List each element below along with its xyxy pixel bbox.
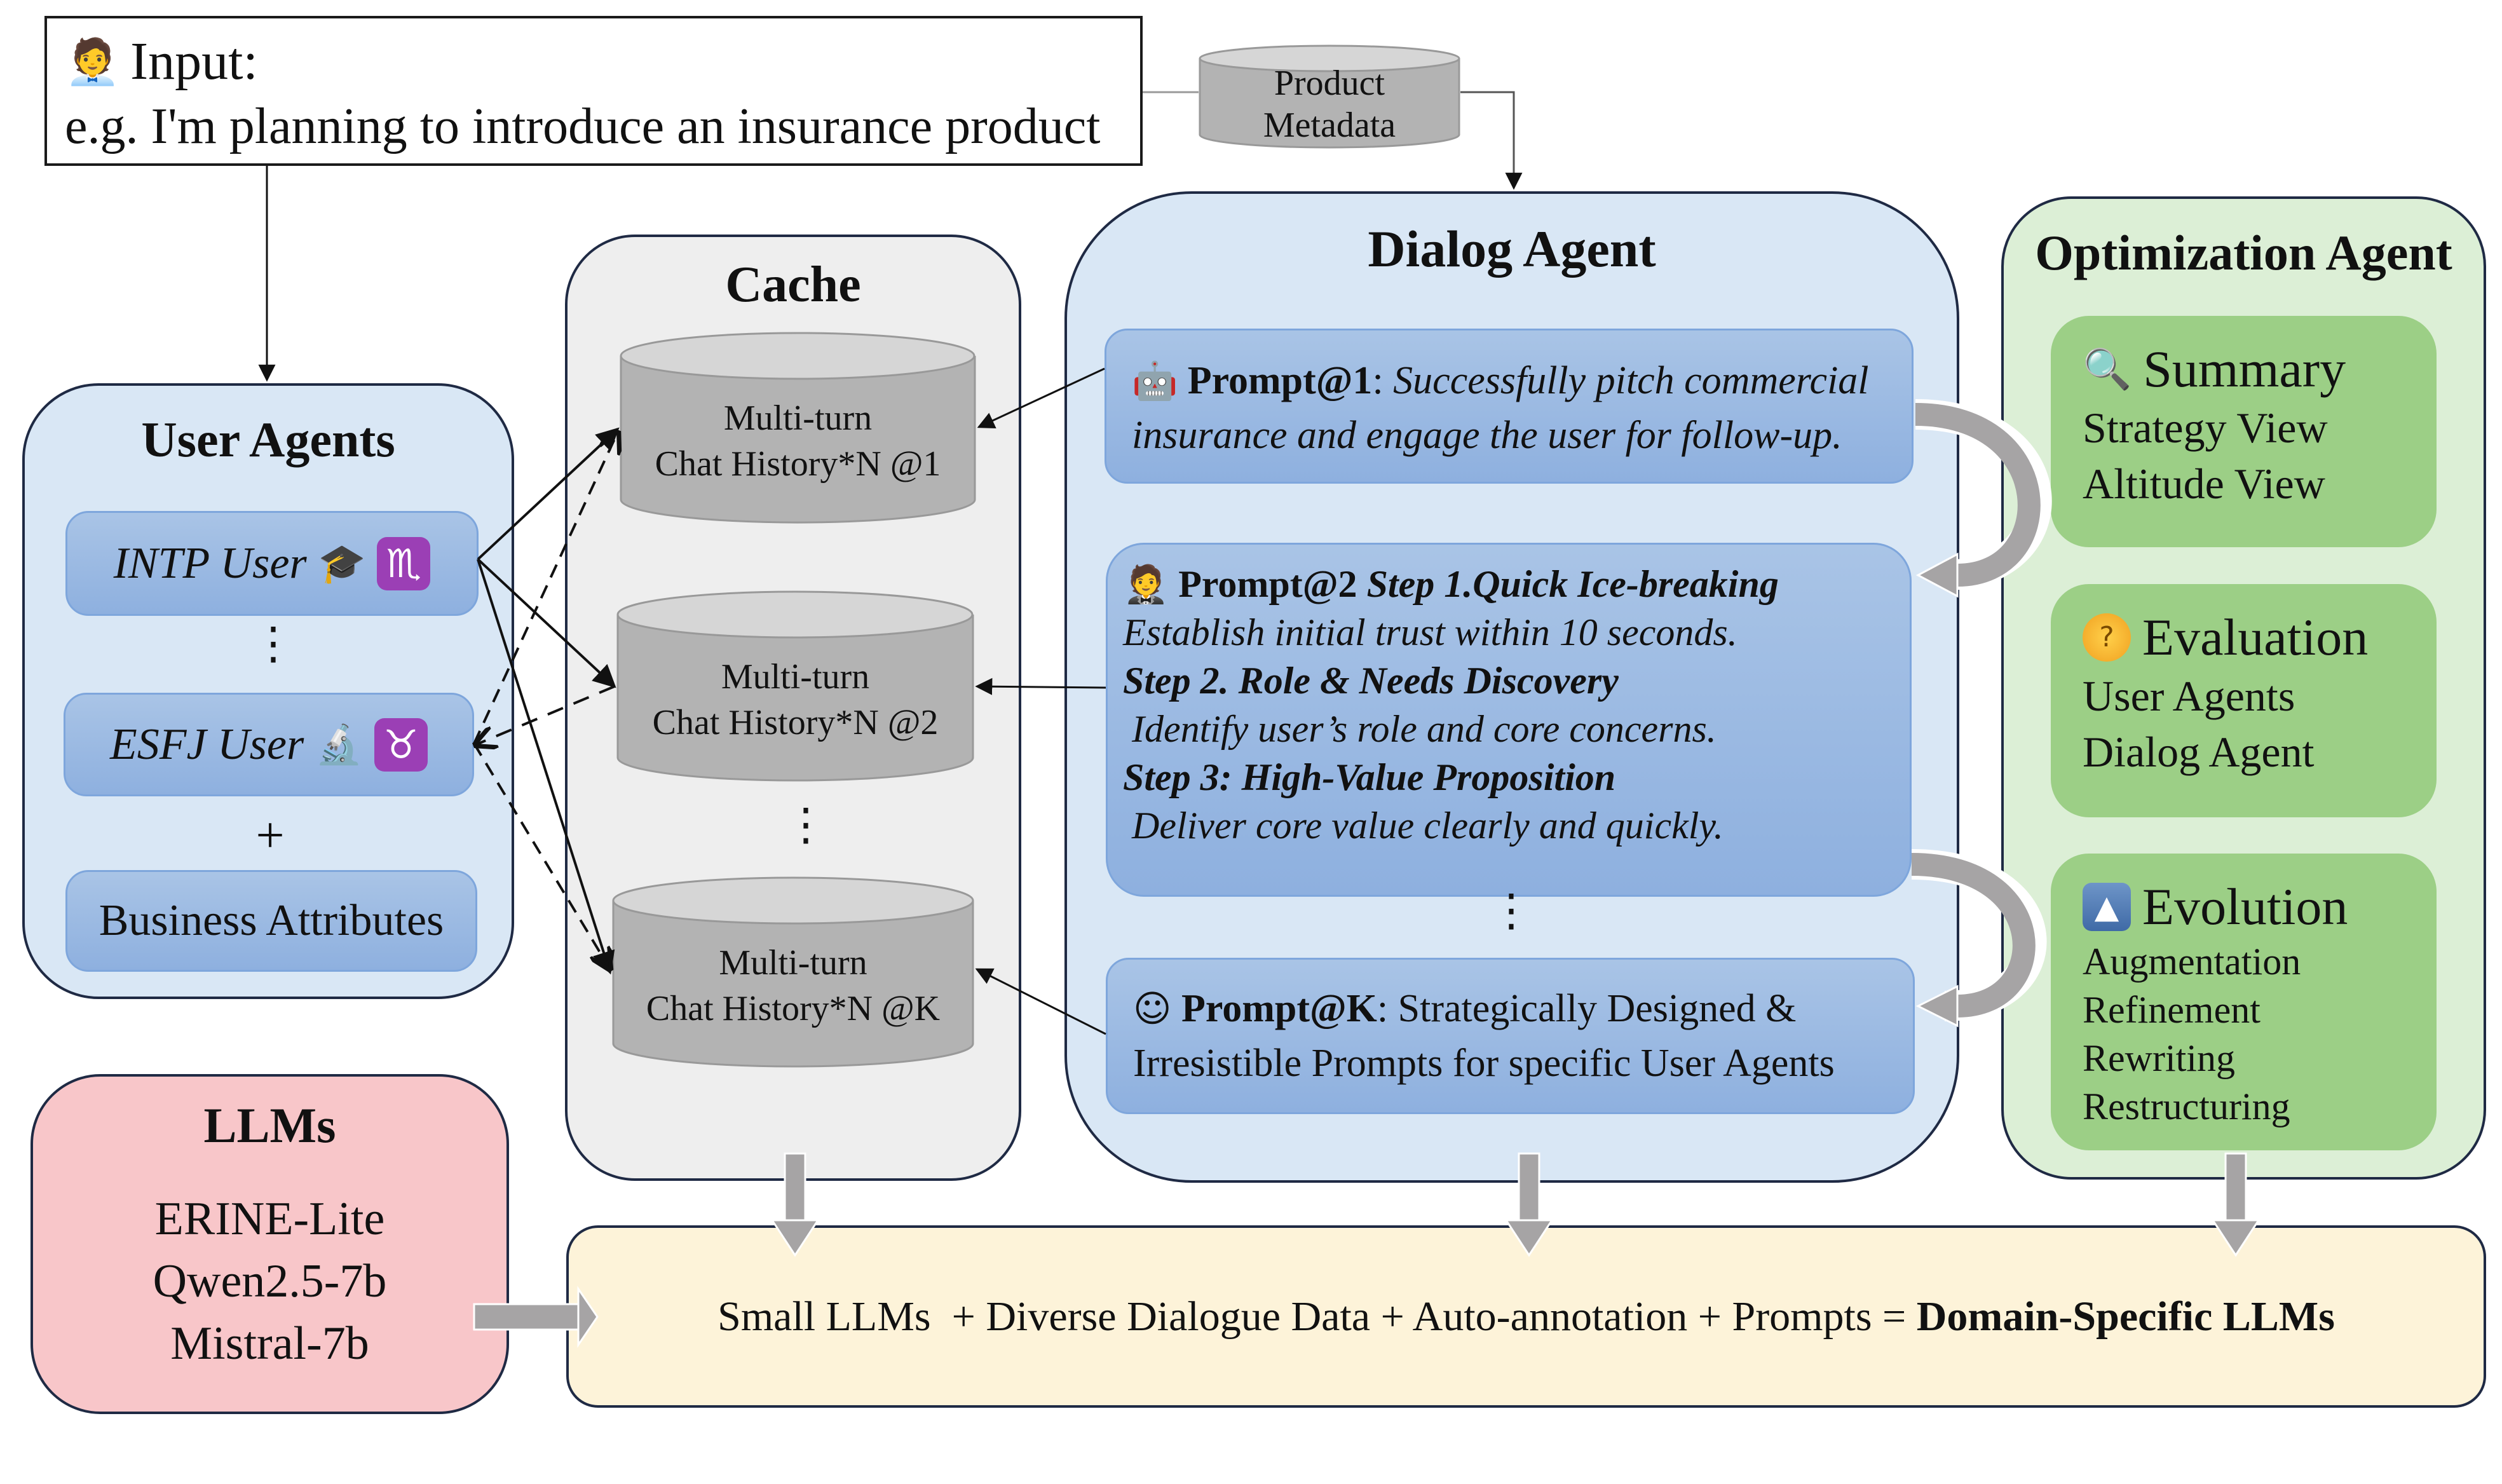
chat-history-1-line1: Multi-turn bbox=[723, 398, 873, 438]
prompt-2-step1-text: Establish initial trust within 10 second… bbox=[1123, 611, 1737, 653]
evolution-item: Rewriting bbox=[2083, 1037, 2235, 1079]
taurus-icon: ♉ bbox=[374, 718, 428, 772]
scorpio-icon: ♏ bbox=[377, 536, 431, 590]
evolution-box[interactable]: ▲ Evolution Augmentation Refinement Rewr… bbox=[2051, 854, 2437, 1150]
chat-history-2-line1: Multi-turn bbox=[721, 657, 870, 697]
prompt-1-colon: : bbox=[1372, 359, 1394, 402]
product-metadata-line2: Metadata bbox=[1263, 106, 1396, 145]
fast-up-button-icon: ▲ bbox=[2083, 883, 2131, 931]
user-esfj[interactable]: ESFJ User 🔬 ♉ bbox=[64, 693, 474, 796]
woman-scientist-icon: 🔬 bbox=[315, 723, 363, 767]
llm-model: Mistral-7b bbox=[170, 1317, 369, 1370]
evolution-item: Augmentation bbox=[2083, 941, 2301, 983]
prompt-2-step2-title: Step 2. Role & Needs Discovery bbox=[1123, 660, 1619, 702]
input-box: 🧑‍💼 Input: e.g. I'm planning to introduc… bbox=[44, 16, 1143, 166]
evaluation-box[interactable]: ? Evaluation User Agents Dialog Agent bbox=[2051, 584, 2437, 817]
prompt-1[interactable]: 🤖 Prompt@1: Successfully pitch commercia… bbox=[1105, 329, 1914, 484]
chat-history-1-line2: Chat History*N @1 bbox=[655, 444, 941, 484]
llms-panel: LLMs ERINE-Lite Qwen2.5-7b Mistral-7b bbox=[31, 1074, 509, 1414]
chat-history-k[interactable]: Multi-turn Chat History*N @K bbox=[611, 876, 975, 1068]
summary-box[interactable]: 🔍 Summary Strategy View Altitude View bbox=[2051, 316, 2437, 547]
user-agents-title: User Agents bbox=[141, 412, 395, 467]
cylinder-shape bbox=[620, 332, 976, 524]
smiling-face-icon: ☺ bbox=[1133, 987, 1172, 1030]
man-office-worker-icon: 🧑‍💼 bbox=[65, 36, 121, 88]
chat-history-2-line2: Chat History*N @2 bbox=[652, 703, 939, 742]
prompt-2[interactable]: 🤵 Prompt@2 Step 1.Quick Ice-breaking Est… bbox=[1106, 543, 1912, 897]
business-attributes[interactable]: Business Attributes bbox=[65, 870, 477, 972]
dialog-agent-title: Dialog Agent bbox=[1368, 220, 1656, 278]
result-outcome: Domain-Specific LLMs bbox=[1916, 1293, 2335, 1340]
prompt-ellipsis: ⋮ bbox=[1489, 884, 1533, 936]
evolution-item: Restructuring bbox=[2083, 1086, 2290, 1127]
magnifying-glass-icon: 🔍 bbox=[2083, 346, 2132, 392]
user-ellipsis: ⋮ bbox=[251, 617, 296, 669]
llm-model: Qwen2.5-7b bbox=[153, 1255, 387, 1307]
man-in-tuxedo-icon: 🤵 bbox=[1123, 562, 1169, 606]
prompt-1-text-line1: Successfully pitch commercial bbox=[1393, 359, 1869, 402]
optimization-agent-title: Optimization Agent bbox=[2035, 225, 2452, 280]
cache-title: Cache bbox=[725, 257, 861, 313]
evaluation-item: Dialog Agent bbox=[2083, 728, 2315, 776]
prompt-1-text-line2: insurance and engage the user for follow… bbox=[1132, 414, 1842, 457]
prompt-k-colon: : bbox=[1377, 987, 1398, 1030]
cylinder-shape bbox=[1199, 44, 1460, 149]
arrow-metadata-to-dialog bbox=[1460, 91, 1523, 190]
user-intp[interactable]: INTP User 🎓 ♏ bbox=[65, 511, 479, 616]
evaluation-item: User Agents bbox=[2083, 672, 2295, 720]
cylinder-shape bbox=[612, 876, 974, 1068]
prompt-k[interactable]: ☺ Prompt@K: Strategically Designed & Irr… bbox=[1106, 958, 1915, 1114]
chat-history-k-line2: Chat History*N @K bbox=[646, 989, 941, 1028]
user-intp-label: INTP User bbox=[113, 538, 307, 588]
chat-history-k-line1: Multi-turn bbox=[719, 943, 867, 983]
result-formula: Small LLMs + Diverse Dialogue Data + Aut… bbox=[717, 1293, 1917, 1340]
input-title-row: 🧑‍💼 Input: bbox=[65, 30, 1122, 93]
product-metadata-cylinder: Product Metadata bbox=[1199, 44, 1460, 150]
prompt-k-text-line1: Strategically Designed & bbox=[1397, 987, 1797, 1030]
input-example: e.g. I'm planning to introduce an insura… bbox=[65, 99, 1101, 154]
prompt-2-step2-text: Identify user’s role and core concerns. bbox=[1132, 708, 1717, 750]
business-attributes-label: Business Attributes bbox=[99, 896, 444, 945]
evaluation-title: Evaluation bbox=[2142, 608, 2369, 666]
prompt-2-step3-title: Step 3: High-Value Proposition bbox=[1123, 756, 1616, 798]
evolution-item: Refinement bbox=[2083, 989, 2261, 1031]
prompt-1-label: Prompt@1 bbox=[1187, 359, 1373, 402]
prompt-k-text-line2: Irresistible Prompts for specific User A… bbox=[1133, 1042, 1835, 1085]
llms-title: LLMs bbox=[203, 1098, 336, 1153]
summary-title: Summary bbox=[2143, 340, 2346, 398]
summary-item: Altitude View bbox=[2083, 459, 2325, 508]
prompt-2-label: Prompt@2 bbox=[1178, 563, 1357, 605]
user-esfj-label: ESFJ User bbox=[110, 719, 304, 769]
input-title: Input: bbox=[130, 32, 258, 91]
chat-history-1[interactable]: Multi-turn Chat History*N @1 bbox=[619, 332, 977, 524]
prompt-2-step3-text: Deliver core value clearly and quickly. bbox=[1132, 805, 1724, 847]
thinking-face-icon: ? bbox=[2083, 613, 2131, 662]
user-plus: + bbox=[255, 808, 285, 864]
summary-item: Strategy View bbox=[2083, 404, 2328, 452]
robot-icon: 🤖 bbox=[1132, 359, 1178, 402]
prompt-2-step1-title: Step 1.Quick Ice-breaking bbox=[1366, 563, 1779, 605]
llm-model: ERINE-Lite bbox=[154, 1193, 385, 1245]
result-bar: Small LLMs + Diverse Dialogue Data + Aut… bbox=[566, 1225, 2486, 1408]
evolution-title: Evolution bbox=[2142, 878, 2348, 936]
cache-ellipsis: ⋮ bbox=[784, 798, 828, 850]
prompt-k-label: Prompt@K bbox=[1181, 987, 1377, 1030]
chat-history-2[interactable]: Multi-turn Chat History*N @2 bbox=[616, 590, 975, 782]
product-metadata-line1: Product bbox=[1274, 64, 1385, 103]
man-student-icon: 🎓 bbox=[318, 541, 366, 586]
